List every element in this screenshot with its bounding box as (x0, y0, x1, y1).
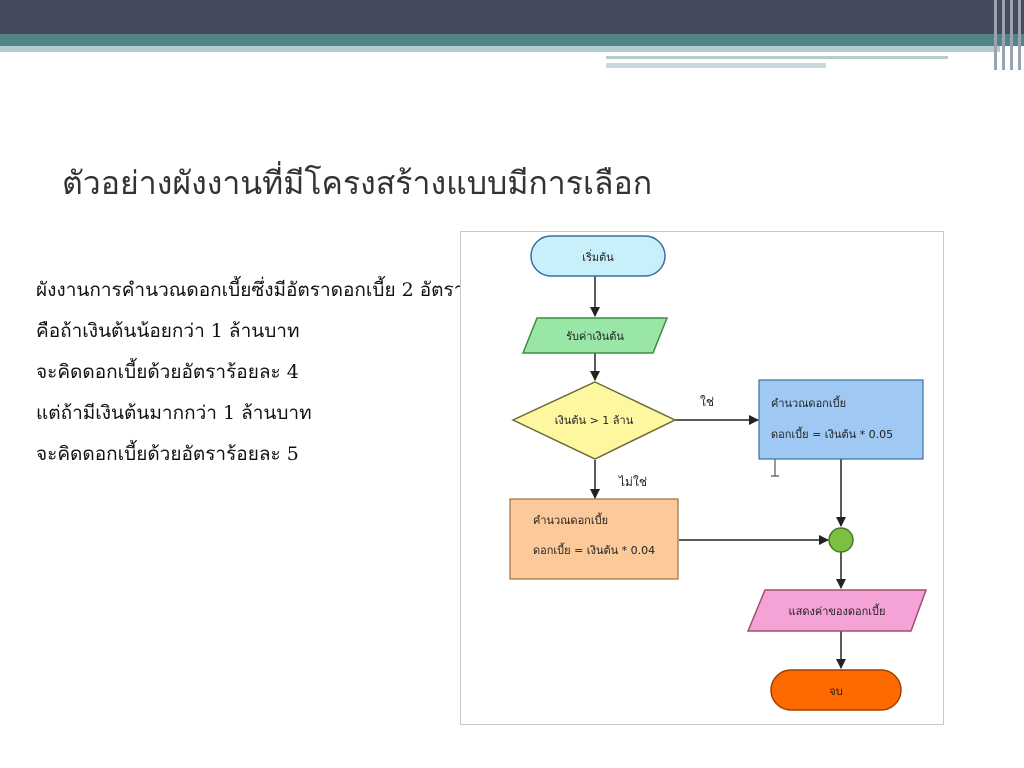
header-light-line (0, 46, 1000, 52)
right-decor-strip (1018, 0, 1021, 70)
calc-no-line2: ดอกเบี้ย = เงินต้น * 0.04 (533, 542, 655, 557)
join-connector (828, 527, 854, 553)
right-decor-strip (1010, 0, 1013, 70)
start-label: เริ่มต้น (582, 249, 614, 264)
flowchart-svg: เริ่มต้น รับค่าเงินต้น เงินต้น > 1 ล้าน … (509, 235, 928, 711)
calc-yes-line2: ดอกเบี้ย = เงินต้น * 0.05 (771, 426, 893, 441)
header-dark-band (0, 0, 1024, 34)
right-decor-strip (994, 0, 997, 70)
body-line: จะคิดดอกเบี้ยด้วยอัตราร้อยละ 4 (36, 361, 299, 383)
input-parallelogram (521, 317, 669, 354)
body-line: แต่ถ้ามีเงินต้นมากกว่า 1 ล้านบาท (36, 402, 312, 424)
header-accent-line-short (606, 63, 826, 68)
calc-no-process (509, 498, 679, 580)
start-terminator (530, 235, 666, 277)
decision-label: เงินต้น > 1 ล้าน (555, 414, 634, 427)
calc-yes-process (758, 379, 924, 460)
flowchart-image: เริ่มต้น รับค่าเงินต้น เงินต้น > 1 ล้าน … (460, 231, 944, 725)
right-decor-strip (1002, 0, 1005, 70)
output-label: แสดงค่าของดอกเบี้ย (789, 603, 886, 618)
body-line: คือถ้าเงินต้นน้อยกว่า 1 ล้านบาท (36, 320, 300, 342)
body-line: ผังงานการคำนวณดอกเบี้ยซึ่งมีอัตราดอกเบี้… (36, 279, 465, 301)
decision-diamond (511, 381, 677, 460)
end-label: จบ (829, 685, 842, 698)
output-parallelogram (746, 589, 928, 632)
header-accent-line (606, 56, 948, 59)
slide-body-text: ผังงานการคำนวณดอกเบี้ยซึ่งมีอัตราดอกเบี้… (36, 270, 524, 475)
slide-title: ตัวอย่างผังงานที่มีโครงสร้างแบบมีการเลือ… (62, 164, 653, 202)
end-terminator (770, 669, 902, 711)
calc-no-line1: คำนวณดอกเบี้ย (533, 512, 608, 527)
input-label: รับค่าเงินต้น (566, 330, 624, 343)
yes-label: ใช่ (700, 395, 714, 409)
header-teal-band (0, 34, 1024, 46)
body-line: จะคิดดอกเบี้ยด้วยอัตราร้อยละ 5 (36, 443, 299, 465)
calc-yes-line1: คำนวณดอกเบี้ย (771, 395, 846, 410)
no-label: ไม่ใช่ (618, 475, 647, 489)
